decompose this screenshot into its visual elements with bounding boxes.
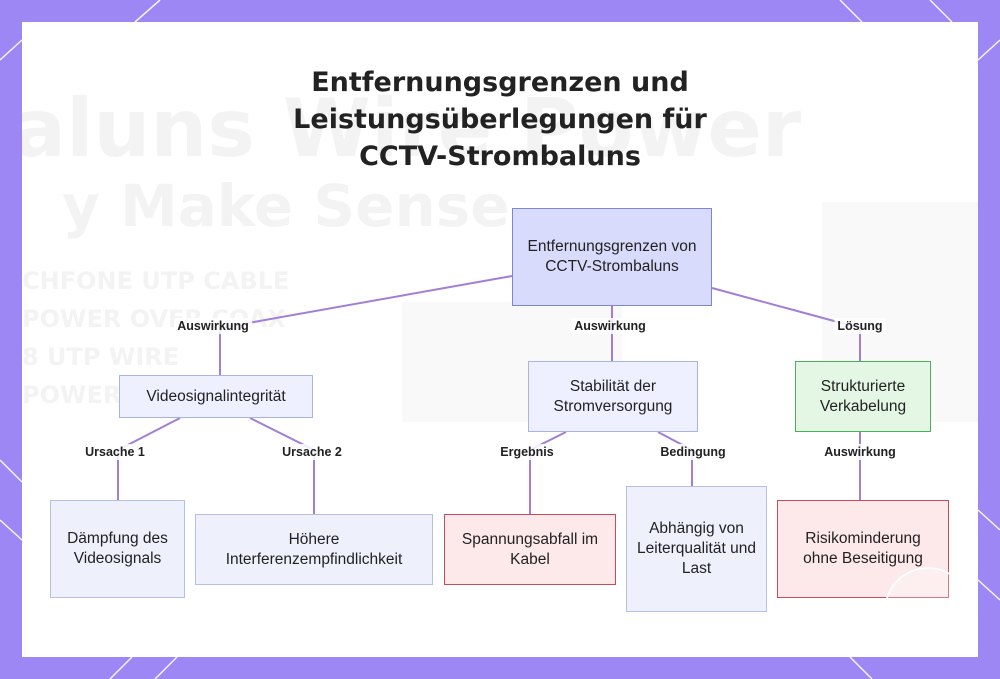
- diagram-title: Entfernungsgrenzen und Leistungsüberlegu…: [22, 64, 978, 175]
- edge-label-power-conductor: Bedingung: [657, 444, 729, 460]
- edge-label-cabling-risk: Auswirkung: [821, 444, 899, 460]
- edge-root-video: [219, 275, 513, 375]
- title-line-3: CCTV-Strombaluns: [359, 141, 641, 172]
- node-root: Entfernungsgrenzen von CCTV-Strombaluns: [512, 208, 712, 306]
- diagram-card: aluns Wire Power y Make Sense CHFONE UTP…: [22, 22, 978, 657]
- node-risk-mitigation: Risikominderung ohne Beseitigung: [777, 500, 949, 598]
- node-interference: Höhere Interferenzempfindlichkeit: [195, 514, 433, 585]
- edge-label-power-voltage: Ergebnis: [497, 444, 557, 460]
- title-line-2: Leistungsüberlegungen für: [293, 104, 707, 135]
- edge-label-video-interference: Ursache 2: [279, 444, 345, 460]
- edge-label-root-power: Auswirkung: [571, 318, 649, 334]
- node-voltage-drop: Spannungsabfall im Kabel: [444, 514, 616, 585]
- node-attenuation: Dämpfung des Videosignals: [50, 500, 185, 598]
- node-structured-cabling: Strukturierte Verkabelung: [795, 361, 931, 432]
- watermark-logo-mark: [898, 603, 958, 619]
- title-line-1: Entfernungsgrenzen und: [311, 67, 689, 98]
- node-conductor-dependency: Abhängig von Leiterqualität und Last: [626, 486, 767, 612]
- node-power-stability: Stabilität der Stromversorgung: [528, 361, 698, 432]
- node-video-integrity: Videosignalintegrität: [119, 375, 313, 418]
- edge-label-root-video: Auswirkung: [174, 318, 252, 334]
- edge-video-interference: [249, 417, 315, 514]
- watermark-logo: [884, 567, 972, 655]
- edge-label-video-attenuation: Ursache 1: [82, 444, 148, 460]
- edge-label-root-cabling: Lösung: [834, 318, 886, 334]
